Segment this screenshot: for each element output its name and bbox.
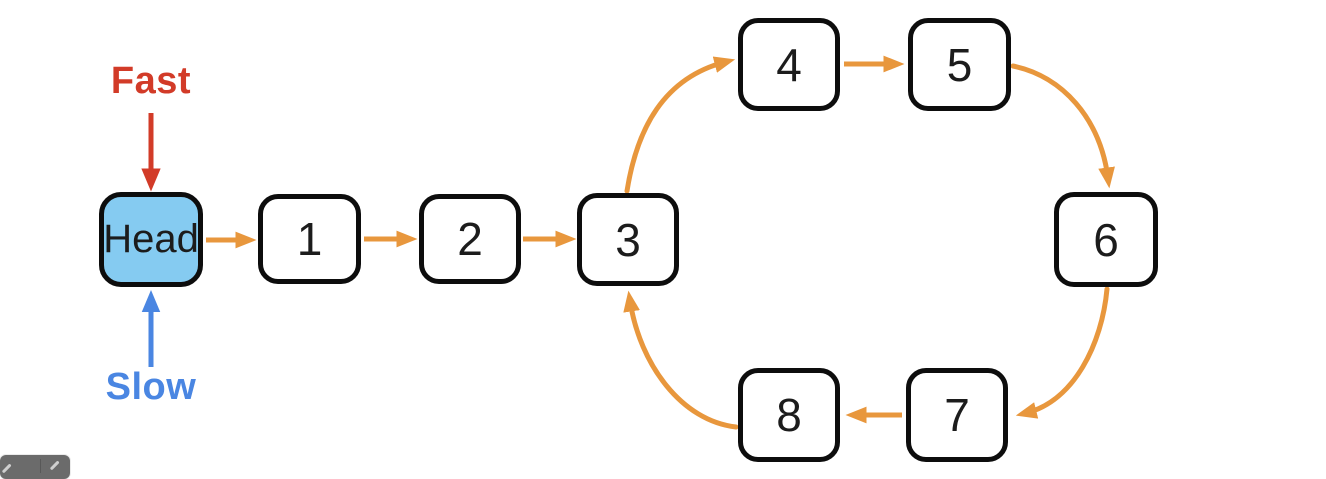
node-7: 7 (906, 368, 1008, 462)
edge-8-3 (623, 290, 739, 430)
edge-5-6 (1010, 63, 1115, 189)
node-head-label: Head (103, 217, 199, 261)
node-4: 4 (738, 18, 840, 111)
node-6: 6 (1054, 192, 1158, 287)
node-7-label: 7 (944, 389, 970, 441)
node-1: 1 (258, 194, 361, 284)
node-3: 3 (577, 193, 679, 286)
toolbar-divider (40, 459, 41, 473)
pencil-icon[interactable] (49, 460, 60, 471)
slow-label: Slow (105, 366, 197, 408)
node-5: 5 (908, 18, 1011, 111)
node-3-label: 3 (615, 213, 641, 266)
fast-label: Fast (110, 60, 192, 102)
node-8: 8 (738, 368, 840, 462)
node-6-label: 6 (1093, 213, 1119, 266)
node-8-label: 8 (776, 389, 802, 441)
node-1-label: 1 (296, 213, 323, 265)
node-2: 2 (419, 194, 521, 284)
node-4-label: 4 (776, 38, 802, 91)
edge-3-4 (624, 56, 736, 194)
node-2-label: 2 (457, 213, 483, 265)
edge-6-7 (1015, 286, 1110, 419)
node-5-label: 5 (946, 38, 973, 91)
pen-icon[interactable] (1, 463, 12, 474)
annotation-toolbar[interactable] (0, 455, 70, 479)
node-head: Head (99, 192, 203, 287)
